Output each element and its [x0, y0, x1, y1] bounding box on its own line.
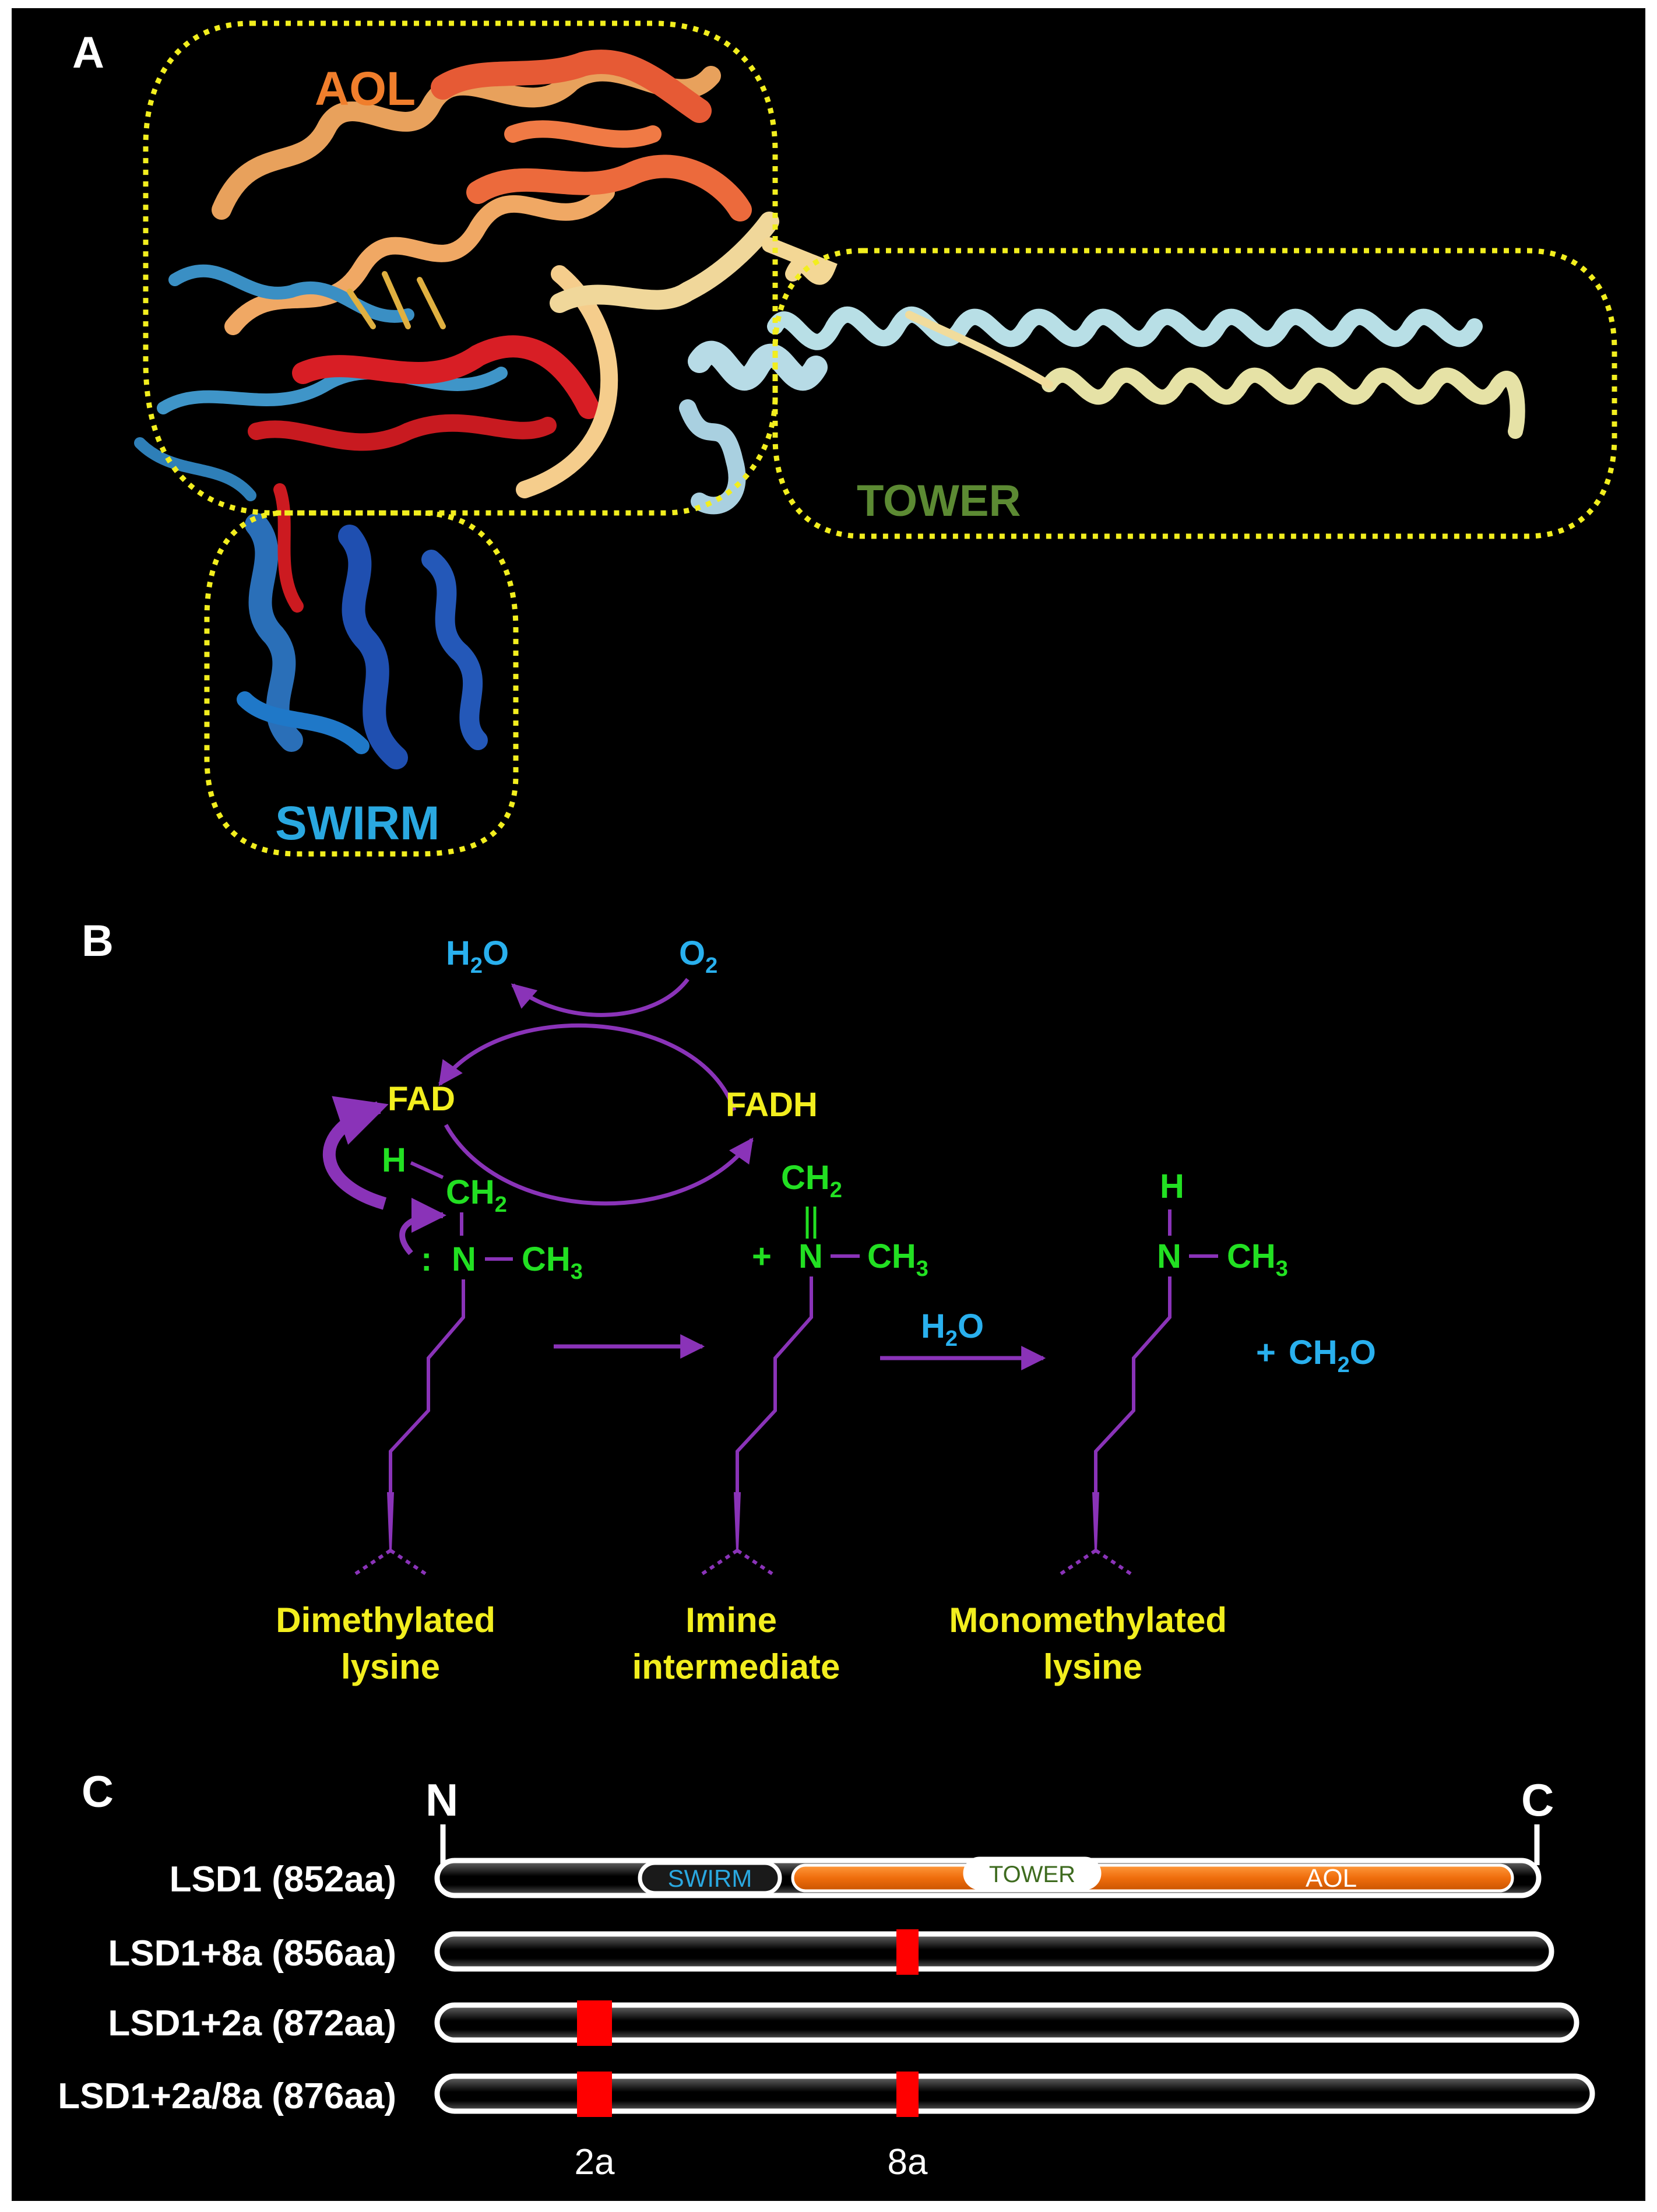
panel-b-letter: B: [82, 916, 114, 966]
imine-ch3: CH3: [867, 1237, 928, 1281]
c-terminus-label: C: [1521, 1774, 1554, 1826]
isoform-label-lsd1-2a-8a: LSD1+2a/8a (876aa): [58, 2076, 396, 2116]
exon-2a-label: 2a: [575, 2142, 615, 2182]
isoform-label-lsd1-2a: LSD1+2a (872aa): [108, 2003, 396, 2044]
dimethyl-lone-pair: :: [421, 1240, 432, 1278]
monomethyl-n: N: [1157, 1237, 1181, 1275]
imine-backbone: [701, 1549, 773, 1576]
caption-dimethylated: Dimethylated lysine: [276, 1601, 505, 1686]
caption-imine: Imine intermediate: [632, 1601, 840, 1686]
exon-8a-label: 8a: [888, 2142, 928, 2182]
tower-outline: [772, 248, 1617, 539]
dimethyl-n: N: [452, 1240, 476, 1278]
formaldehyde-byproduct: +CH2O: [1256, 1334, 1376, 1377]
tower-domain-tag: TOWER: [989, 1862, 1075, 1887]
monomethyl-wedge: [1092, 1492, 1099, 1550]
exon-8a-marker-lsd1-8a: [896, 1929, 919, 1975]
aol-domain-bar: [791, 1863, 1514, 1893]
aol-domain-structure: [134, 50, 779, 501]
hydride-transfer-arrow: [322, 1096, 389, 1210]
isoform-bar-lsd1-2a-8a: [434, 2073, 1595, 2114]
monomethyl-backbone: [1060, 1549, 1132, 1576]
water-product: H2O: [446, 934, 509, 978]
isoform-bar-lsd1-2a: [434, 2002, 1579, 2043]
tower-domain-pill: [963, 1856, 1102, 1890]
imine-intermediate: CH2 + N CH3: [701, 1159, 928, 1576]
n-terminus-label: N: [425, 1774, 458, 1826]
panel-a-letter: A: [72, 28, 104, 78]
dimethyl-side-chain: [389, 1279, 465, 1492]
dimethyl-backbone: [354, 1549, 427, 1576]
isoform-label-lsd1: LSD1 (852aa): [170, 1859, 396, 1900]
tower-domain-structure: [679, 237, 1525, 515]
monomethylated-lysine: H N CH3: [1060, 1167, 1288, 1576]
domain-outlines: [143, 20, 1617, 857]
imine-n: N: [798, 1237, 823, 1275]
dimethyl-ch3: CH3: [522, 1240, 583, 1284]
imine-ch2: CH2: [781, 1159, 842, 1202]
swirm-domain-pill: [638, 1861, 782, 1896]
fadh-to-fad-arrow: [438, 1023, 737, 1112]
isoform-label-lsd1-8a: LSD1+8a (856aa): [108, 1933, 396, 1974]
panel-b: B H2O O2 FAD FADH H CH2 : N CH3: [82, 916, 1376, 1686]
oxygen-to-water-arrow: [511, 977, 689, 1017]
exon-2a-marker-lsd1-2a: [577, 2000, 612, 2046]
reaction-water-label: H2O: [921, 1307, 984, 1351]
fad-label: FAD: [388, 1080, 455, 1118]
swirm-domain-tag: SWIRM: [668, 1865, 752, 1892]
aol-domain-tag: AOL: [1306, 1864, 1357, 1893]
lone-pair-arrow: [399, 1198, 446, 1256]
aol-label: AOL: [315, 62, 416, 115]
tower-label: TOWER: [857, 476, 1021, 526]
imine-wedge: [734, 1492, 741, 1550]
panel-c-letter: C: [82, 1767, 114, 1817]
monomethyl-side-chain: [1094, 1276, 1171, 1492]
panel-c: C N C LSD1 (852aa) LSD1+8a (856aa) LSD1+…: [58, 1767, 1595, 2182]
dimethyl-ch2: CH2: [446, 1173, 507, 1217]
exon-8a-marker-lsd1-2a-8a: [896, 2072, 919, 2117]
swirm-outline: [204, 510, 519, 857]
oxygen-substrate: O2: [679, 934, 717, 978]
imine-plus: +: [752, 1237, 772, 1275]
monomethyl-ch3: CH3: [1227, 1237, 1288, 1281]
caption-monomethylated: Monomethylated lysine: [949, 1601, 1236, 1686]
dimethyl-h-bond: [410, 1161, 444, 1179]
isoform-bar-lsd1-8a: [434, 1931, 1554, 1972]
swirm-label: SWIRM: [275, 797, 439, 850]
cofactor-cycle: H2O O2 FAD FADH: [322, 934, 818, 1256]
imine-side-chain: [736, 1276, 813, 1492]
dimethylated-lysine: H CH2 : N CH3: [354, 1141, 583, 1576]
fad-to-fadh-arrow: [444, 1124, 754, 1206]
panel-a: A: [72, 20, 1617, 857]
fadh-label: FADH: [726, 1086, 818, 1124]
dimethyl-wedge: [387, 1492, 394, 1550]
dimethyl-h: H: [382, 1141, 406, 1179]
monomethyl-h: H: [1160, 1167, 1184, 1205]
swirm-domain-structure: [237, 483, 488, 769]
exon-2a-marker-lsd1-2a-8a: [577, 2072, 612, 2117]
aol-outline: [143, 20, 778, 516]
